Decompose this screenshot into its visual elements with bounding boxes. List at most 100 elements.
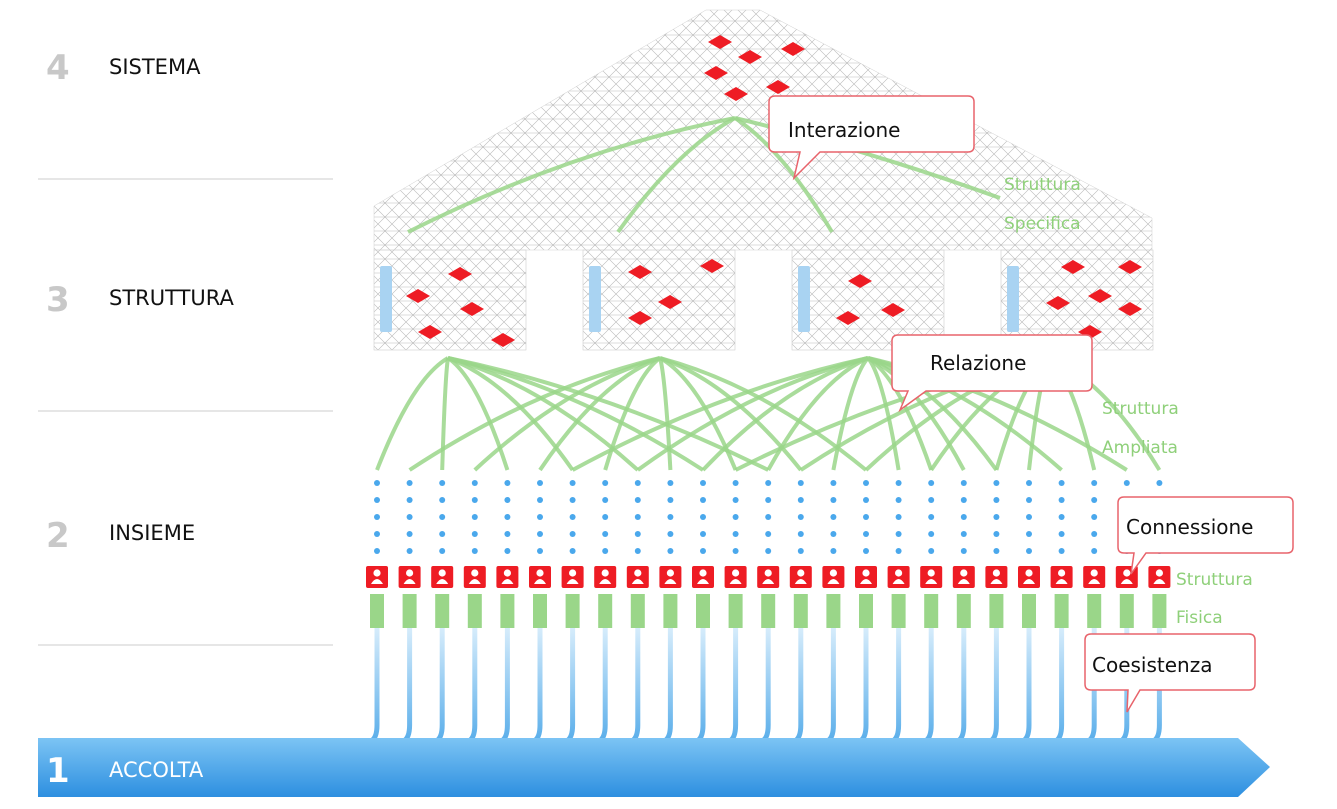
person-icon-head bbox=[895, 569, 903, 577]
callout-interazione-text: Interazione bbox=[788, 118, 900, 142]
blue-dot bbox=[602, 480, 609, 486]
blue-dot bbox=[960, 514, 967, 520]
thread-line bbox=[1021, 628, 1032, 744]
blue-dot bbox=[667, 480, 674, 486]
blue-dot bbox=[1156, 480, 1163, 486]
red-diamond-icon bbox=[448, 267, 472, 281]
callout-relazione-text: Relazione bbox=[930, 351, 1026, 375]
callout-coesistenza: Coesistenza bbox=[1084, 633, 1256, 713]
person-icon-bg bbox=[887, 566, 910, 588]
green-bar bbox=[1054, 594, 1069, 628]
blue-dot bbox=[1091, 531, 1098, 537]
person-icon-bg bbox=[1050, 566, 1073, 588]
level-2-number: 2 bbox=[46, 516, 70, 556]
person-icon-body bbox=[1055, 579, 1068, 584]
green-arc bbox=[440, 357, 450, 471]
thread-line bbox=[630, 628, 641, 744]
person-icon-body bbox=[371, 579, 383, 584]
blue-dot bbox=[504, 531, 511, 537]
person-icon-body bbox=[631, 579, 644, 584]
blue-dot bbox=[928, 497, 935, 503]
person-icon-head bbox=[862, 569, 870, 577]
red-diamond-icon bbox=[881, 303, 905, 317]
green-bar bbox=[663, 594, 678, 628]
callout-bubble bbox=[1117, 496, 1294, 575]
green-arc bbox=[701, 356, 869, 472]
green-bar bbox=[533, 594, 547, 628]
person-icon bbox=[920, 566, 943, 588]
person-icon-head bbox=[438, 569, 446, 577]
member-icons bbox=[366, 566, 1171, 588]
blue-dot bbox=[471, 480, 478, 486]
green-arc bbox=[407, 116, 736, 234]
blue-dot bbox=[569, 497, 576, 503]
person-icon bbox=[366, 566, 388, 588]
red-diamond-icon bbox=[836, 311, 860, 325]
level-1-number: 1 bbox=[46, 751, 70, 791]
blue-bar-marker bbox=[380, 266, 392, 332]
physical-structure-bars bbox=[370, 594, 1167, 628]
green-arc bbox=[538, 356, 661, 472]
blue-dot bbox=[471, 497, 478, 503]
green-bar bbox=[402, 594, 417, 628]
person-icon-bg bbox=[366, 566, 388, 588]
blue-dot bbox=[960, 480, 967, 486]
blue-dot bbox=[700, 531, 706, 537]
person-icon-bg bbox=[529, 566, 551, 588]
blue-dot bbox=[667, 531, 674, 537]
blue-dot bbox=[928, 480, 935, 486]
blue-dot bbox=[830, 497, 837, 503]
green-arc bbox=[473, 356, 661, 472]
green-bar bbox=[956, 594, 971, 628]
person-icon-body bbox=[1120, 579, 1133, 584]
blue-dot bbox=[895, 514, 902, 520]
red-diamond-icon bbox=[738, 50, 762, 64]
blue-dot bbox=[374, 531, 380, 537]
green-bar bbox=[565, 594, 580, 628]
green-bar bbox=[891, 594, 906, 628]
blue-dot bbox=[830, 514, 837, 520]
person-icon bbox=[855, 566, 877, 588]
person-icon bbox=[1050, 566, 1073, 588]
person-icon-body bbox=[501, 579, 514, 584]
structure-labels: Struttura Specifica Struttura Ampliata S… bbox=[1004, 175, 1253, 628]
blue-dot bbox=[732, 480, 739, 486]
blue-dot bbox=[895, 531, 902, 537]
blue-dot bbox=[1026, 480, 1032, 486]
green-arc bbox=[659, 356, 868, 472]
red-diamond-icon bbox=[708, 35, 732, 49]
red-diamond-icon bbox=[1046, 296, 1070, 310]
person-icon bbox=[985, 566, 1008, 588]
callout-connessione: Connessione bbox=[1117, 496, 1294, 575]
thread-line bbox=[467, 628, 478, 744]
person-icon bbox=[887, 566, 910, 588]
red-diamond-icon bbox=[628, 311, 652, 325]
callout-relazione: Relazione bbox=[891, 334, 1093, 413]
thread-line bbox=[793, 628, 804, 744]
blue-dot bbox=[765, 548, 772, 554]
blue-dot bbox=[504, 514, 511, 520]
person-icon-head bbox=[666, 569, 675, 577]
blue-dot bbox=[406, 514, 413, 520]
green-arc bbox=[733, 116, 834, 234]
blue-dot bbox=[406, 531, 413, 537]
person-icon-body bbox=[990, 579, 1003, 584]
blue-dot bbox=[863, 497, 869, 503]
blue-dot bbox=[993, 531, 1000, 537]
blue-dot bbox=[439, 514, 446, 520]
green-bar bbox=[989, 594, 1004, 628]
level-1: 1 ACCOLTA bbox=[38, 738, 1270, 797]
blue-dot bbox=[634, 480, 641, 486]
green-bar bbox=[435, 594, 450, 628]
callout-coesistenza-text: Coesistenza bbox=[1092, 653, 1212, 677]
blue-dot bbox=[1091, 514, 1098, 520]
blue-dot bbox=[700, 548, 706, 554]
thread-line bbox=[826, 628, 836, 744]
person-icon bbox=[463, 566, 486, 588]
green-arc bbox=[658, 357, 673, 471]
green-bar bbox=[630, 594, 645, 628]
person-icon-bg bbox=[985, 566, 1008, 588]
person-icon-bg bbox=[724, 566, 747, 588]
person-icon-bg bbox=[855, 566, 877, 588]
person-icon-bg bbox=[952, 566, 975, 588]
